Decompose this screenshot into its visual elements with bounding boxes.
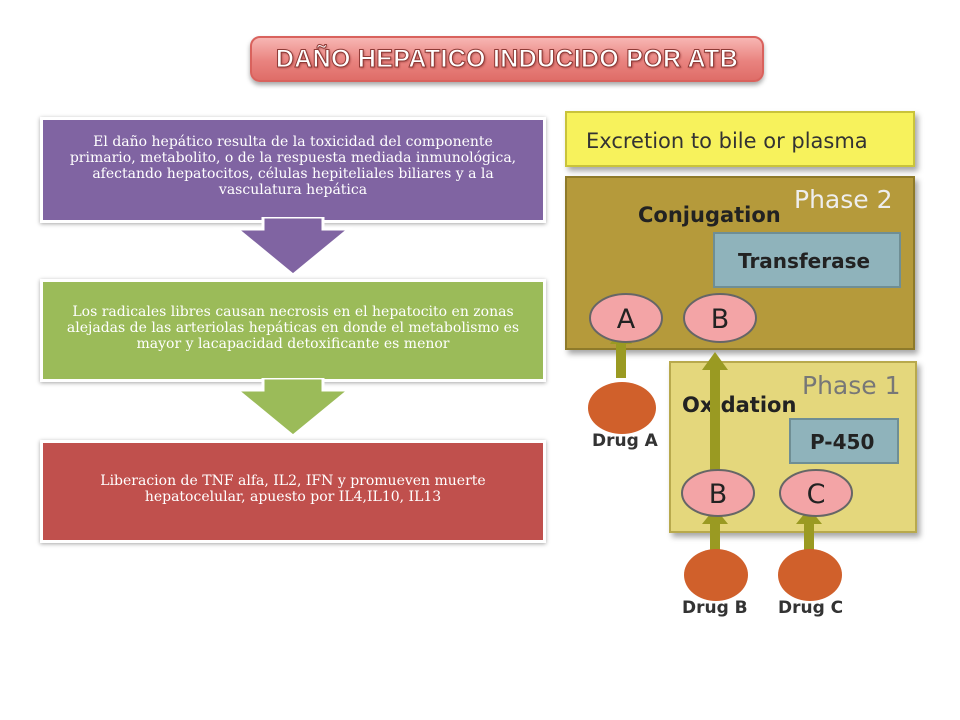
metabolite-a bbox=[589, 293, 663, 343]
metabolite-b-phase2 bbox=[683, 293, 757, 343]
metabolite-b-phase1 bbox=[681, 469, 755, 517]
drug-c-label: Drug C bbox=[778, 598, 843, 618]
drug-metabolism-diagram: Excretion to bile or plasma Phase 2 Conj… bbox=[565, 111, 917, 618]
p450-box bbox=[789, 418, 899, 464]
excretion-label: Excretion to bile or plasma bbox=[586, 129, 868, 153]
transferase-label: Transferase bbox=[738, 249, 870, 273]
drug-c-circle bbox=[778, 549, 842, 601]
drug-b-label: Drug B bbox=[682, 598, 748, 618]
metabolite-c-label: C bbox=[807, 479, 826, 510]
drug-b-circle bbox=[684, 549, 748, 601]
step-box-free-radicals: Los radicales libres causan necrosis en … bbox=[40, 279, 546, 382]
oxidation-label: Oxidation bbox=[682, 393, 796, 417]
step-text-toxicity: El daño hepático resulta de la toxicidad… bbox=[69, 134, 517, 198]
phase2-label: Phase 2 bbox=[794, 185, 893, 214]
metabolite-b-phase2-label: B bbox=[711, 304, 730, 335]
excretion-box bbox=[565, 111, 915, 167]
slide-title-text: DAÑO HEPATICO INDUCIDO POR ATB bbox=[275, 44, 739, 73]
transferase-box bbox=[713, 232, 901, 288]
metabolite-c bbox=[779, 469, 853, 517]
metabolite-a-label: A bbox=[617, 304, 636, 335]
down-arrow-2 bbox=[232, 378, 354, 438]
step-box-cytokines: Liberacion de TNF alfa, IL2, IFN y promu… bbox=[40, 440, 546, 543]
drug-a-label: Drug A bbox=[592, 431, 659, 451]
step-box-toxicity: El daño hepático resulta de la toxicidad… bbox=[40, 117, 546, 223]
metabolite-b-phase1-label: B bbox=[709, 479, 728, 510]
conjugation-label: Conjugation bbox=[638, 203, 781, 227]
step-text-free-radicals: Los radicales libres causan necrosis en … bbox=[66, 304, 520, 352]
down-arrow-1 bbox=[232, 217, 354, 277]
drug-a-circle bbox=[588, 382, 656, 434]
step-text-cytokines: Liberacion de TNF alfa, IL2, IFN y promu… bbox=[100, 473, 486, 505]
arrow-b-to-b bbox=[702, 352, 728, 472]
phase1-label: Phase 1 bbox=[802, 371, 901, 400]
p450-label: P-450 bbox=[810, 430, 874, 454]
slide-title: DAÑO HEPATICO INDUCIDO POR ATB bbox=[250, 36, 764, 82]
